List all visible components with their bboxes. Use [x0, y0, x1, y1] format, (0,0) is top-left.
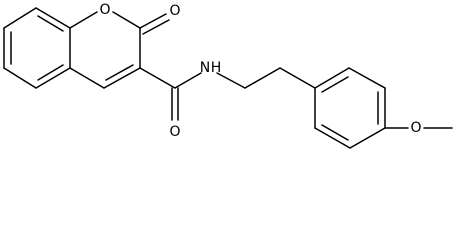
carbonyl-oxygen-label: O: [169, 3, 180, 19]
diagram-background: [0, 0, 458, 157]
ethyl-linker: [216, 67, 316, 89]
coumarin-pyrone-ring: [69, 11, 141, 89]
amide-hydrogen-label: H: [211, 60, 222, 76]
phenyl-ring: [314, 67, 386, 149]
molecule-diagram: O O O N H O: [0, 0, 458, 157]
amide-oxygen-label: O: [169, 124, 180, 140]
ether-oxygen-label: O: [410, 120, 421, 136]
ring-oxygen-label: O: [99, 2, 110, 18]
amide-nitrogen-label: N: [200, 60, 210, 76]
lactone-carbonyl-bond: [139, 13, 170, 35]
amide-bonds: [139, 67, 202, 121]
coumarin-benzene-ring: [3, 7, 71, 89]
